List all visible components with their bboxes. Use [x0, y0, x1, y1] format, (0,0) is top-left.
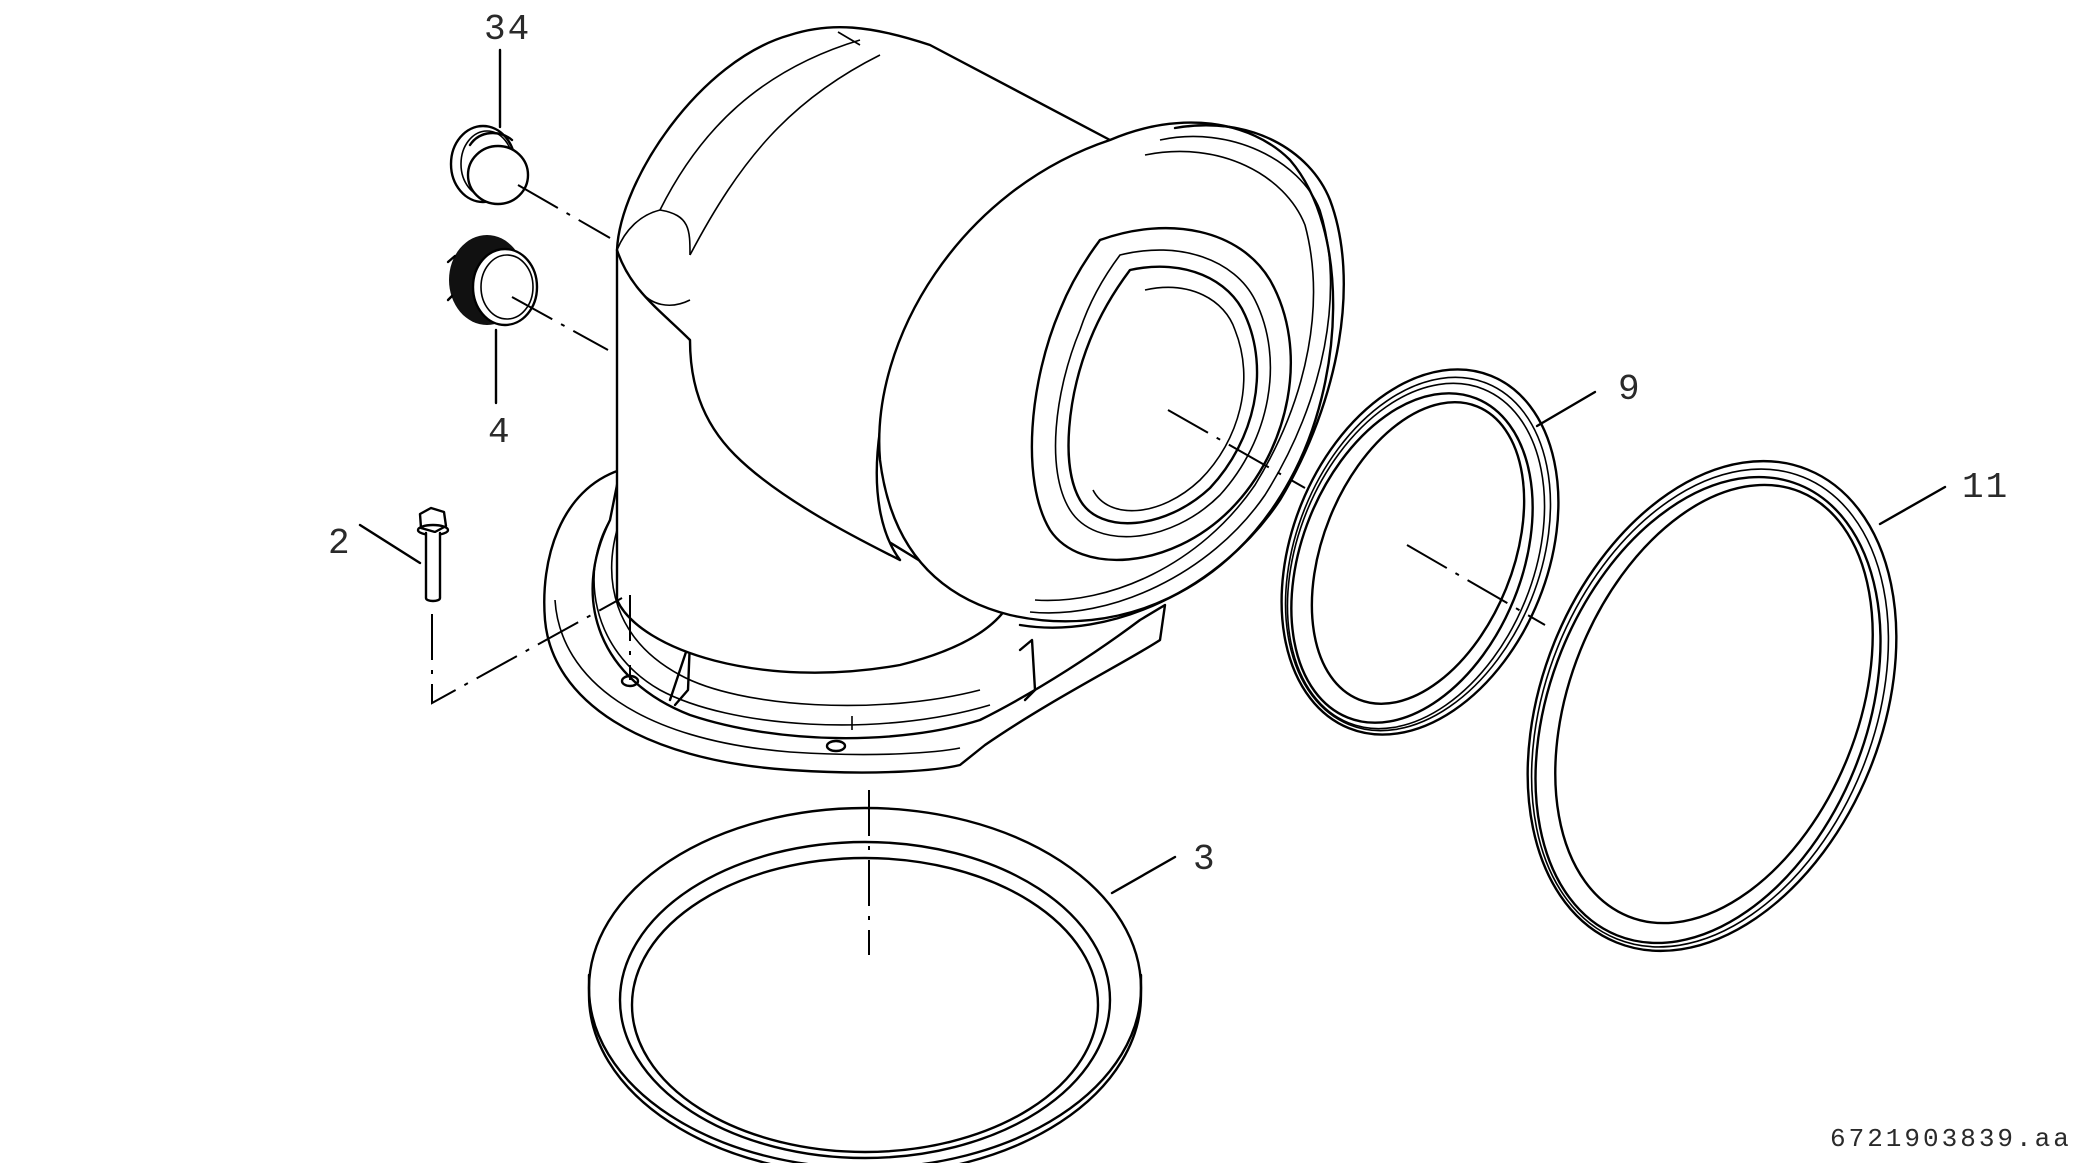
hex-bolt-2	[416, 506, 450, 603]
seal-ring-9	[1280, 368, 1560, 736]
center-axis-line	[517, 184, 611, 239]
leader-lines	[358, 48, 1947, 895]
callout-2: 2	[328, 523, 352, 564]
callout-11: 11	[1962, 467, 2010, 508]
center-axis-line	[1406, 544, 1546, 626]
bolt-axis-line	[431, 597, 623, 705]
center-axis-line	[1167, 409, 1306, 489]
document-id: 6721903839.aa	[1830, 1124, 2072, 1154]
center-axis-line	[511, 296, 609, 351]
callout-9: 9	[1618, 369, 1642, 410]
seal-ring-11	[1526, 459, 1898, 953]
elbow-body	[615, 25, 1345, 674]
elbow-flange	[543, 468, 1167, 774]
seal-ring-3	[587, 806, 1143, 1163]
cap-34	[449, 124, 530, 206]
callout-4: 4	[488, 412, 512, 453]
callout-34: 34	[484, 9, 532, 50]
knurled-cap-4	[446, 235, 539, 327]
callout-3: 3	[1193, 839, 1217, 880]
